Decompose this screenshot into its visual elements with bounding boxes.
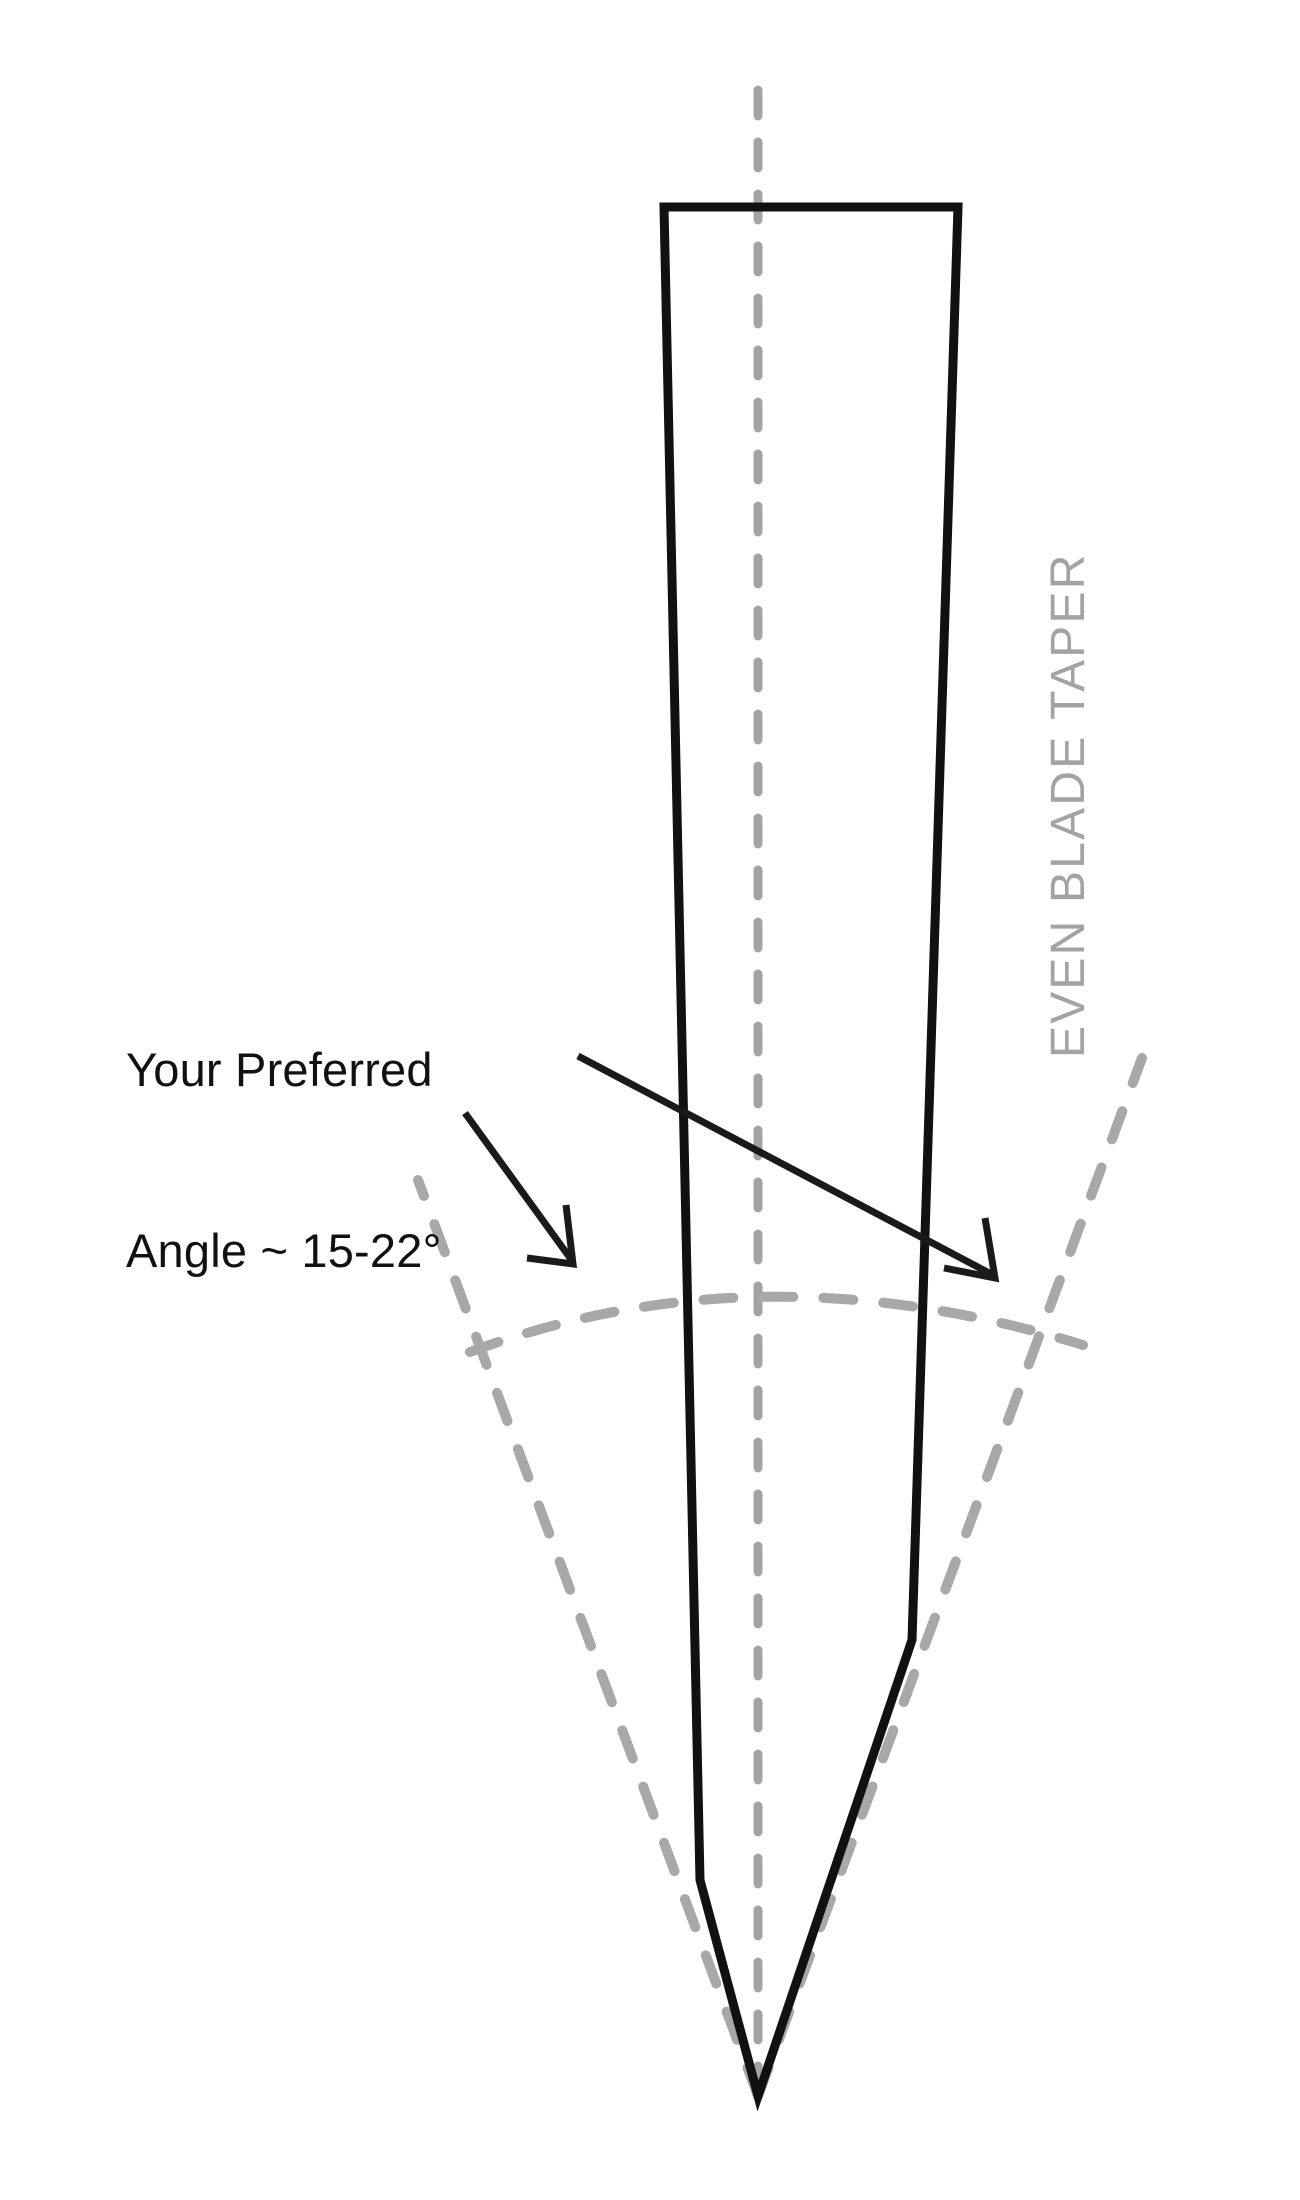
preferred-angle-callout-label: Your Preferred Angle ~ 15-22° — [126, 920, 442, 1401]
short-callout-arrow-shaft — [462, 1110, 576, 1265]
blade-outline-shape — [659, 202, 963, 2112]
angle-measure-arc — [465, 1291, 1088, 1357]
long-callout-arrow-head — [943, 1217, 1000, 1283]
callout-label-line-2: Angle ~ 15-22° — [126, 1223, 442, 1277]
even-blade-taper-label: EVEN BLADE TAPER — [1042, 552, 1095, 1058]
angle-wedge-right-ray — [753, 1053, 1147, 2101]
angle-wedge-left-ray — [413, 1175, 763, 2101]
short-callout-arrow-head — [526, 1204, 578, 1269]
callout-label-line-1: Your Preferred — [126, 1043, 433, 1097]
long-callout-arrow-shaft — [576, 1052, 995, 1279]
